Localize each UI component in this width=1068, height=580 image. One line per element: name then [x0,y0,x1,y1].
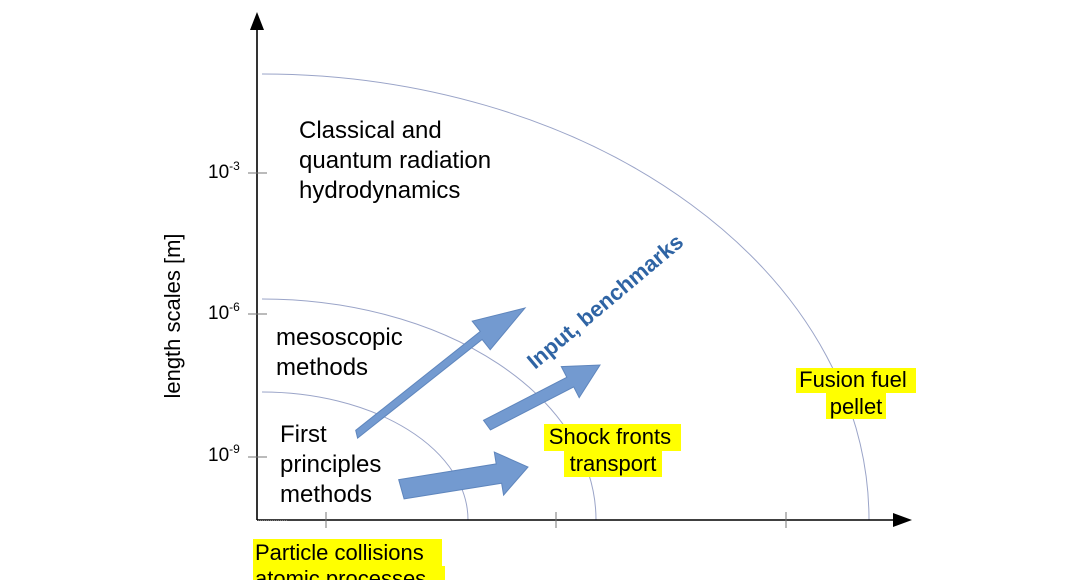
classical-region-label: Classical and quantum radiation hydrodyn… [299,117,498,204]
first-principles-region-label: First principles methods [280,421,388,508]
large-arrow [355,307,527,439]
inner-arc [261,391,469,521]
middle-arrow [482,364,601,431]
y-tick-label-1e-6: 10-6 [208,300,240,324]
input-benchmarks-label: Input, benchmarks [522,229,688,374]
y-axis-label: length scales [m] [160,233,185,398]
mesoscopic-region-label: mesoscopic methods [276,324,409,381]
fusion-highlight-1 [796,368,916,393]
shock-highlight-2 [564,451,662,477]
y-tick-label-1e-9: 10-9 [208,442,240,466]
small-arrow [398,451,529,500]
fusion-highlight-2 [826,393,886,419]
x-axis-arrowhead [893,513,912,527]
particle-highlight-2 [253,566,445,580]
y-axis-arrowhead [250,12,264,30]
particle-highlight-1 [253,539,442,566]
y-tick-label-1e-3: 10-3 [208,159,240,183]
shock-highlight-1 [544,424,681,451]
particle-label: Particle collisions atomic processes [255,540,430,580]
fusion-label: Fusion fuel pellet [799,367,913,419]
shock-label: Shock fronts transport [549,424,677,476]
